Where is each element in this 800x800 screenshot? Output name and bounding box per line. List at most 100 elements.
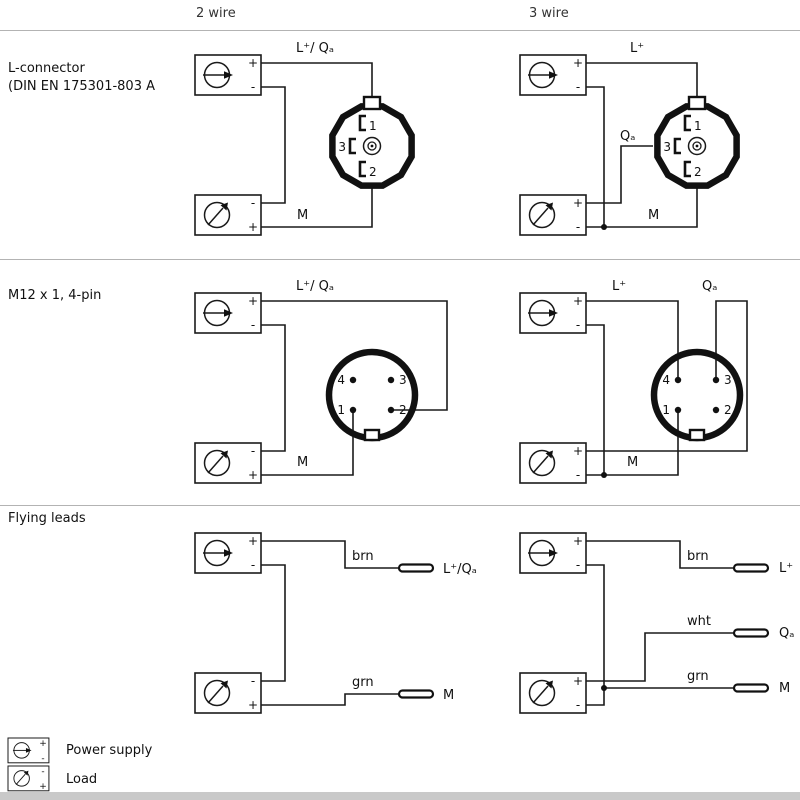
wire-0v-rail <box>261 324 286 452</box>
lead-terminal <box>732 628 770 638</box>
legend-power-supply-label: Power supply <box>66 743 153 758</box>
load-minus: - <box>576 698 580 712</box>
signal-label-m: M <box>779 681 790 696</box>
lead-terminal <box>397 689 435 699</box>
signal-label-m: M <box>648 208 659 223</box>
wire-l-plus <box>261 300 448 411</box>
junction-dot <box>601 224 607 230</box>
junction-dot <box>601 472 607 478</box>
wire-m <box>586 188 698 228</box>
pin-label-4: 4 <box>337 373 345 387</box>
diagram-flying-leads-3wire: + - + - brn L⁺ wht Qₐ grn M <box>519 532 794 714</box>
load-minus: - <box>251 674 255 688</box>
lead-terminal <box>732 563 770 573</box>
column-header-2wire: 2 wire <box>196 6 236 21</box>
row-label-line1: M12 x 1, 4-pin <box>8 288 101 303</box>
wire-l-plus <box>586 62 698 97</box>
load-minus: - <box>251 196 255 210</box>
signal-label-m: M <box>297 455 308 470</box>
diagram-flying-leads-2wire: + - - + brn L⁺/Qₐ grn M <box>194 532 477 714</box>
pin-label-2: 2 <box>399 403 407 417</box>
signal-label-l-plus-qa: L⁺/Qₐ <box>443 562 477 577</box>
wire-brn <box>261 540 399 569</box>
diagram-l-connector-2wire: + - - + 1 2 3 L⁺/ Qₐ M <box>194 41 412 236</box>
wire-m <box>261 188 373 228</box>
wire-0v-rail <box>586 324 605 475</box>
wire-color-label-brn: brn <box>687 549 709 564</box>
pin-label-1: 1 <box>694 119 702 133</box>
wire-color-label-grn: grn <box>687 669 709 684</box>
power-supply-plus: + <box>573 294 583 308</box>
pin-label-3: 3 <box>724 373 732 387</box>
signal-label-qa: Qₐ <box>779 626 794 641</box>
power-supply-plus: + <box>573 534 583 548</box>
wire-color-label-grn: grn <box>352 675 374 690</box>
load-plus: + <box>573 444 583 458</box>
pin-label-3: 3 <box>338 140 346 154</box>
pin-label-3: 3 <box>663 140 671 154</box>
wire-0v-rail <box>586 86 605 227</box>
load-minus: - <box>251 444 255 458</box>
signal-label-l-plus: L⁺ <box>630 41 644 56</box>
legend: + - Power supply - + Load <box>7 737 153 792</box>
power-supply-plus: + <box>573 56 583 70</box>
footer-bar <box>0 792 800 800</box>
wire-0v-rail <box>261 564 286 682</box>
junction-dot <box>601 685 607 691</box>
legend-ps-plus: + <box>39 739 47 749</box>
row-l-connector: L-connector (DIN EN 175301-803 A + - - +… <box>8 41 737 236</box>
load-plus: + <box>248 468 258 482</box>
signal-label-l-plus: L⁺ <box>612 279 626 294</box>
load-plus: + <box>573 674 583 688</box>
lead-terminal <box>732 683 770 693</box>
signal-label-m: M <box>297 208 308 223</box>
legend-ps-minus: - <box>41 754 44 764</box>
signal-label-qa: Qₐ <box>620 129 635 144</box>
pin-label-2: 2 <box>694 165 702 179</box>
legend-load-label: Load <box>66 772 97 787</box>
signal-label-l-plus-qa: L⁺/ Qₐ <box>296 279 334 294</box>
pin-label-1: 1 <box>662 403 670 417</box>
m12-connector-symbol <box>329 352 415 440</box>
column-header-3wire: 3 wire <box>529 6 569 21</box>
legend-load-plus: + <box>39 782 47 792</box>
power-supply-minus: - <box>576 318 580 332</box>
power-supply-plus: + <box>248 56 258 70</box>
wire-wht <box>586 632 734 682</box>
pin-label-3: 3 <box>399 373 407 387</box>
row-m12: M12 x 1, 4-pin + - - + 4 3 1 2 L⁺/ Qₐ M <box>8 279 748 484</box>
power-supply-plus: + <box>248 294 258 308</box>
signal-label-m: M <box>443 688 454 703</box>
row-label-line1: Flying leads <box>8 511 86 526</box>
pin-label-1: 1 <box>369 119 377 133</box>
wire-qa <box>586 145 653 204</box>
diagram-m12-3wire: + - + - 4 3 1 2 L⁺ Qₐ M <box>519 279 748 484</box>
load-minus: - <box>576 220 580 234</box>
row-flying-leads: Flying leads + - - + brn L⁺/Qₐ grn M <box>8 511 794 714</box>
load-plus: + <box>573 196 583 210</box>
wire-color-label-brn: brn <box>352 549 374 564</box>
signal-label-l-plus: L⁺ <box>779 561 793 576</box>
power-supply-minus: - <box>576 558 580 572</box>
power-supply-plus: + <box>248 534 258 548</box>
pin-label-2: 2 <box>724 403 732 417</box>
legend-load-minus: - <box>41 767 44 777</box>
power-supply-minus: - <box>576 80 580 94</box>
power-supply-minus: - <box>251 558 255 572</box>
wire-l-plus <box>261 62 373 97</box>
load-plus: + <box>248 220 258 234</box>
row-label-line2: (DIN EN 175301-803 A <box>8 79 155 94</box>
pin-label-4: 4 <box>662 373 670 387</box>
wire-0v-rail <box>586 564 605 706</box>
row-label-line1: L-connector <box>8 61 85 76</box>
wire-qa <box>586 300 748 452</box>
wire-brn <box>586 540 734 569</box>
signal-label-m: M <box>627 455 638 470</box>
diagram-l-connector-3wire: + - + - 1 2 3 L⁺ Qₐ M <box>519 41 737 236</box>
wire-color-label-wht: wht <box>687 614 711 629</box>
diagram-m12-2wire: + - - + 4 3 1 2 L⁺/ Qₐ M <box>194 279 448 484</box>
signal-label-qa: Qₐ <box>702 279 717 294</box>
m12-connector-symbol <box>654 352 740 440</box>
signal-label-l-plus-qa: L⁺/ Qₐ <box>296 41 334 56</box>
